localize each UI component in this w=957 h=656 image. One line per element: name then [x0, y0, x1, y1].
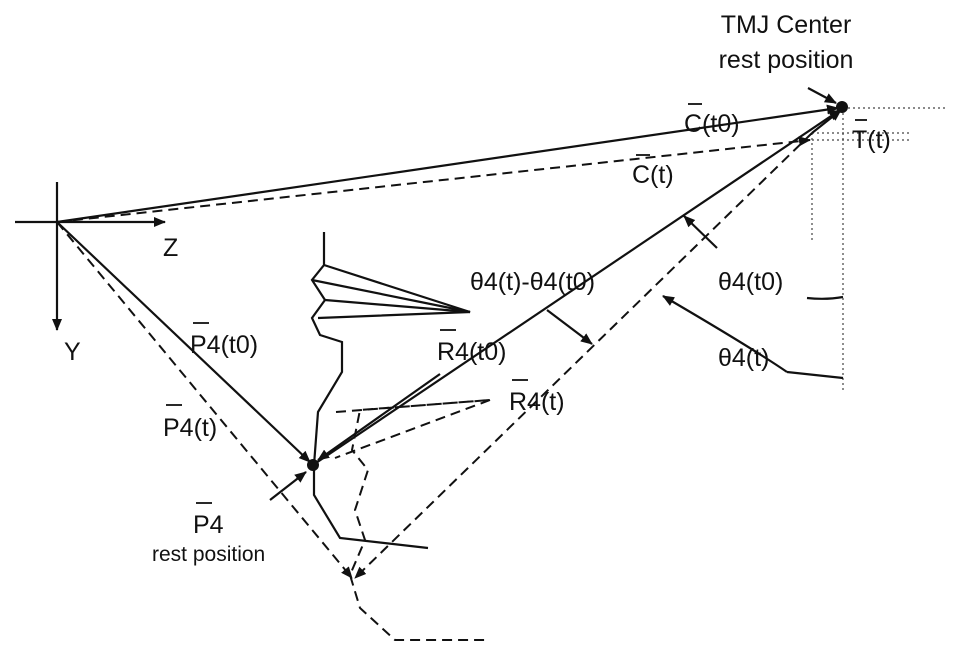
c-t-label: C(t)	[632, 161, 674, 189]
vectors	[56, 87, 842, 579]
angle-annotations	[546, 215, 844, 380]
jaw-outline-displaced	[335, 399, 491, 641]
theta-t0-label: θ4(t0)	[718, 268, 783, 296]
overbars	[166, 103, 867, 504]
tmj-reference-lines	[802, 107, 946, 392]
p4-rest-label: P4	[193, 511, 224, 539]
tmj-center-point	[836, 101, 848, 113]
p4-rest-position-label: rest position	[152, 543, 265, 566]
t-t-label: T(t)	[852, 126, 891, 154]
theta-t-arc	[662, 295, 788, 373]
r4-t-pointer	[334, 399, 491, 459]
theta-diff-label: θ4(t)-θ4(t0)	[470, 268, 595, 296]
tmj-rest-label: rest position	[719, 46, 854, 74]
theta-t0-arc	[806, 295, 844, 300]
z-axis-label: Z	[163, 234, 178, 262]
p4-point	[307, 459, 319, 471]
tooth-cusp-ridge-2	[324, 298, 471, 314]
theta-diff-pointer	[546, 309, 593, 345]
r4-t0-vector	[312, 109, 841, 466]
tmj-rest-pointer	[807, 87, 837, 104]
text-labels: TMJ Center rest position C(t0) C(t) T(t)…	[64, 11, 891, 566]
p4-t-label: P4(t)	[163, 414, 217, 442]
p4-t0-label: P4(t0)	[190, 331, 258, 359]
theta-t-label: θ4(t)	[718, 344, 769, 372]
y-axis-label: Y	[64, 338, 81, 366]
p4-t-vector	[56, 221, 353, 579]
jaw-profile-dashed	[335, 399, 491, 641]
c-t0-label: C(t0)	[684, 110, 740, 138]
r4-t-vector	[354, 132, 813, 579]
p4-t0-vector	[56, 221, 311, 463]
tooth-cusp-ridge	[311, 278, 471, 314]
p4-rest-pointer	[269, 471, 307, 501]
tmj-center-label: TMJ Center	[721, 11, 852, 39]
axes	[15, 182, 166, 331]
points	[307, 101, 848, 471]
jaw-outline-rest	[310, 232, 471, 550]
r4-t-label: R4(t)	[509, 388, 565, 416]
theta-t-arc-tail	[786, 370, 844, 380]
r4-t0-pointer	[317, 373, 441, 461]
theta-t0-pointer	[683, 215, 718, 249]
r4-t0-label: R4(t0)	[437, 338, 506, 366]
c-t-vector	[56, 136, 811, 223]
c-t0-vector	[56, 104, 839, 224]
